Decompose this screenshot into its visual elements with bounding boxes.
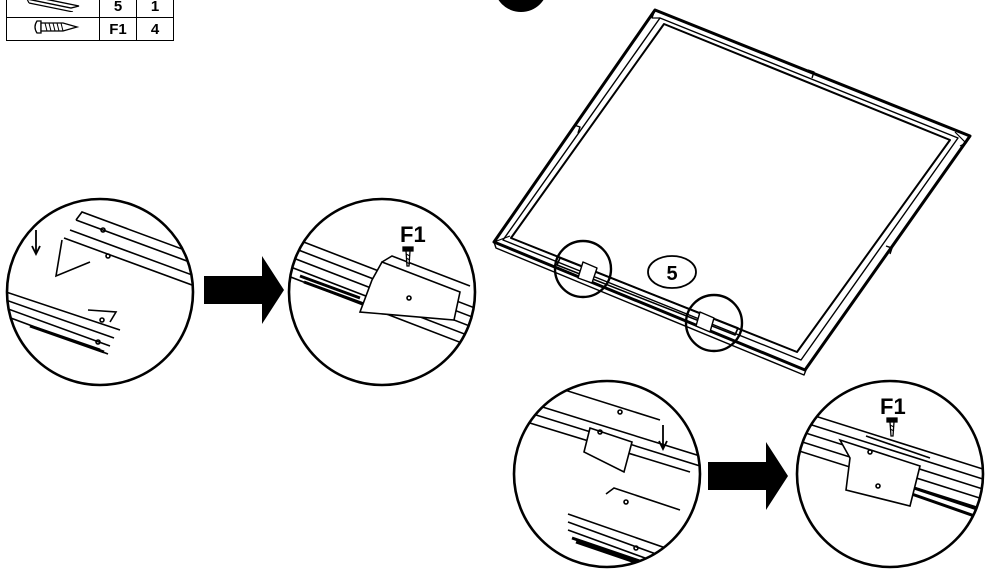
detail-marker-right [684, 293, 744, 353]
screw-label: F1 [400, 222, 426, 247]
down-arrow-icon [31, 230, 41, 257]
frame-assembly [492, 8, 972, 376]
parts-table: 5 1 F1 4 [6, 0, 174, 41]
screw-quantity: 4 [136, 17, 174, 41]
part-number-label: 5 [666, 263, 677, 285]
screw-icon [886, 417, 898, 437]
detail-1-before [5, 197, 195, 387]
part-callout: 5 [647, 255, 697, 289]
step-number-badge [498, 0, 544, 12]
screw-label: F1 [880, 394, 906, 419]
down-arrow-icon [658, 425, 668, 452]
detail-2-before [512, 379, 702, 569]
screw-code: F1 [99, 17, 137, 41]
step-arrow-icon [204, 256, 284, 324]
detail-marker-left [553, 239, 613, 299]
parts-row-screw: F1 4 [6, 17, 174, 41]
step-arrow-icon [708, 442, 788, 510]
screw-icon [402, 246, 414, 267]
detail-1-after: F1 [287, 197, 477, 387]
detail-2-after: F1 [795, 379, 985, 569]
screw-icon [6, 17, 100, 41]
parts-row-rail: 5 1 [6, 0, 174, 18]
